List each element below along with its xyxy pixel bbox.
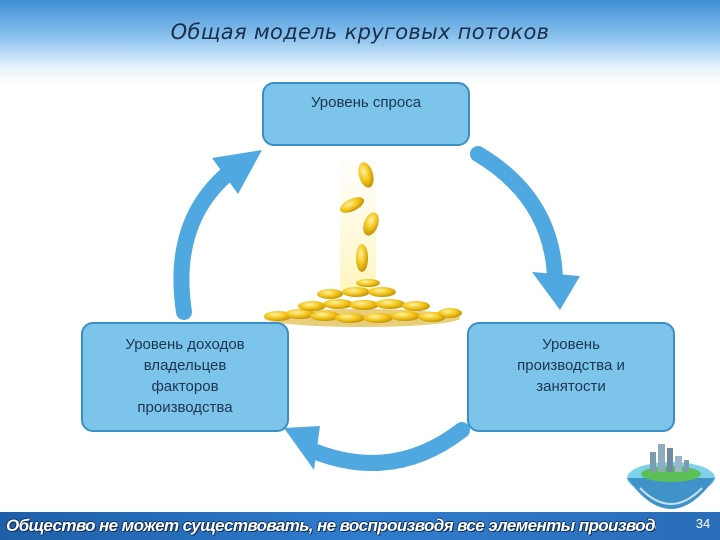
node-income-label: Уровень доходов владельцев факторов прои… [125, 336, 245, 416]
arrow-demand-to-production [470, 146, 580, 310]
footer-caption: Общество не может существовать, не воспр… [6, 516, 656, 535]
slide-title: Общая модель круговых потоков [170, 20, 550, 44]
node-demand-level: Уровень спроса [262, 82, 470, 146]
coin-pile [264, 279, 462, 327]
globe-city-icon [627, 444, 715, 509]
node-production-label: Уровень производства и занятости [517, 336, 625, 395]
page-number: 34 [695, 516, 711, 531]
falling-coins [339, 150, 379, 290]
header-band [0, 0, 720, 84]
node-demand-label: Уровень спроса [310, 94, 422, 111]
footer-bar [0, 512, 720, 540]
arrow-income-to-demand [173, 150, 262, 320]
node-income-level: Уровень доходов владельцев факторов прои… [81, 322, 289, 432]
arrow-production-to-income [284, 422, 470, 471]
node-production-level: Уровень производства и занятости [467, 322, 675, 432]
